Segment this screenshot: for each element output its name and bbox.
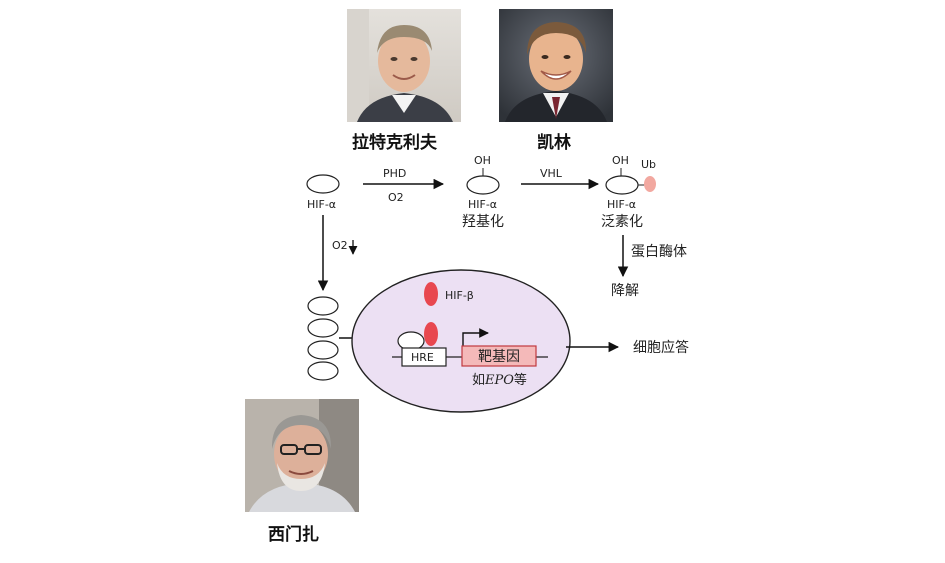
oh-label-1: OH <box>474 154 491 167</box>
semenza-name: 西门扎 <box>268 525 319 545</box>
o2-top-label: O2 <box>388 191 404 204</box>
kaelin-photo <box>499 9 613 122</box>
transcription-arrow <box>462 328 489 346</box>
hif-alpha-nuclear <box>397 331 425 351</box>
ratcliffe-name: 拉特克利夫 <box>352 133 437 153</box>
hif-alpha-molecule <box>306 174 340 194</box>
oh-label-2: OH <box>612 154 629 167</box>
ratcliffe-photo <box>347 9 461 122</box>
nucleus <box>351 269 571 413</box>
ub-molecule <box>644 176 656 192</box>
hif-alpha-label: HIF-α <box>307 198 336 211</box>
accumulated-hif-alpha-1 <box>307 296 339 316</box>
ub-label: Ub <box>641 158 656 171</box>
hif-beta-nuclear <box>424 322 438 346</box>
hydroxylated-hif-alpha-molecule <box>466 175 500 195</box>
hydroxylation-label: 羟基化 <box>462 213 504 230</box>
hif-alpha-label-3: HIF-α <box>607 198 636 211</box>
hre-box <box>401 347 447 367</box>
ubiquitination-label: 泛素化 <box>601 214 643 230</box>
proteasome-label: 蛋白酶体 <box>631 244 687 260</box>
cell-response-label: 细胞应答 <box>633 339 689 356</box>
accumulated-hif-alpha-4 <box>307 361 339 381</box>
hif-beta-label: HIF-β <box>445 289 474 302</box>
hif-beta-molecule <box>424 282 438 306</box>
target-gene-label: 靶基因 <box>478 348 520 365</box>
target-gene-box <box>461 345 537 367</box>
phd-label: PHD <box>383 167 406 180</box>
hif-alpha-label-2: HIF-α <box>468 198 497 211</box>
o2-side-label: O2 <box>332 239 348 252</box>
ubiquitinated-hif-alpha-molecule <box>605 175 639 195</box>
accumulated-hif-alpha-3 <box>307 340 339 360</box>
kaelin-name: 凯林 <box>537 133 571 153</box>
accumulated-hif-alpha-2 <box>307 318 339 338</box>
semenza-photo <box>245 399 359 512</box>
hre-label: HRE <box>411 351 434 364</box>
vhl-label: VHL <box>540 167 563 180</box>
degradation-label: 降解 <box>611 283 639 299</box>
epo-example-label: 如EPO等 <box>472 372 527 388</box>
